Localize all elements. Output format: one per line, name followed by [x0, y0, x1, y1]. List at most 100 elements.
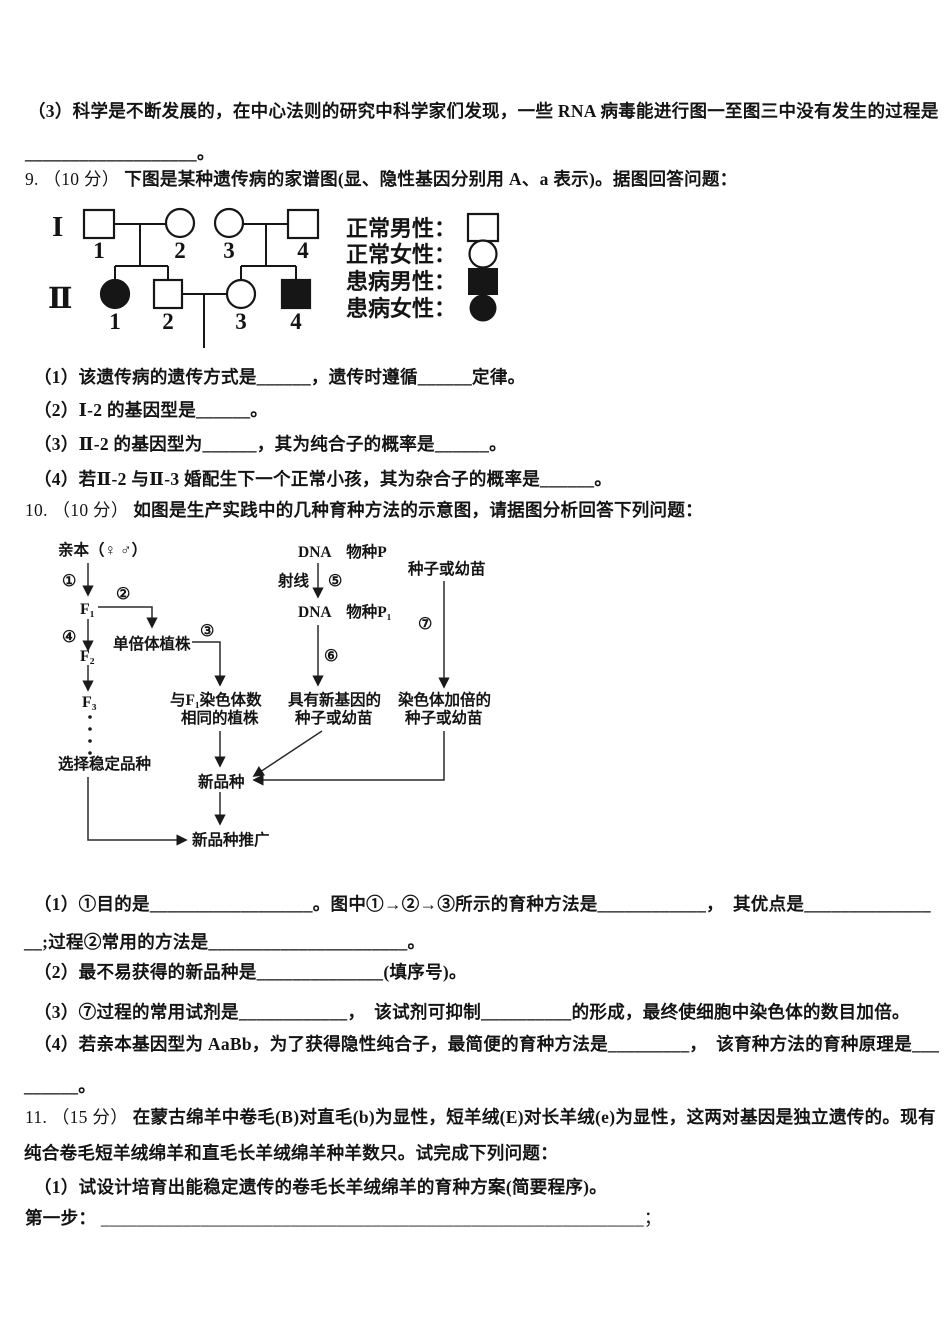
q10-number: 10.	[25, 500, 48, 520]
pedigree-II3-normal-female	[225, 278, 257, 310]
q9-sub2: （2）Ⅰ-2 的基因型是______。	[34, 397, 268, 422]
q9-sub3-text: （3）Ⅱ-2 的基因型为______，其为纯合子的概率是______。	[34, 434, 507, 454]
q9-sub1: （1）该遗传病的遗传方式是______，遗传时遵循______定律。	[34, 364, 525, 389]
pedigree-I1-number: 1	[93, 238, 105, 263]
node-dna-species-p: DNA 物种P	[298, 542, 387, 561]
q8-part3-blank: ___________________。	[25, 143, 215, 163]
legend-open-circle-symbol	[468, 239, 498, 269]
q10-sub3: （3）⑦过程的常用试剂是____________， 该试剂可抑制________…	[34, 999, 910, 1024]
node-f2: F₂	[80, 648, 95, 665]
breeding-methods-diagram: 亲本（♀ ♂） ① F₁ ② ④ F₂ F₃ 选择稳定品种 单倍体植株 ③ 与F…	[58, 540, 491, 849]
q11-line2: 纯合卷毛短羊绒绵羊和直毛长羊绒绵羊种羊数只。试完成下列问题：	[24, 1140, 558, 1165]
q9-points: （10 分）	[43, 169, 120, 189]
q10-sub1-line1: （1）①目的是__________________。图中①→②→③所示的育种方法…	[34, 891, 931, 916]
generation-I-label: I	[52, 211, 63, 243]
step7-circled: ⑦	[418, 616, 432, 633]
pedigree-II2-normal-male	[152, 278, 184, 310]
q11-step1-blank: ________________________________________…	[100, 1208, 662, 1228]
pedigree-II4-number: 4	[290, 309, 302, 334]
node-new-variety: 新品种	[198, 772, 245, 791]
flow-ellipsis-dots	[88, 715, 92, 755]
step4-circled: ④	[62, 629, 76, 646]
node-dna-species-p1: DNA 物种P₁	[298, 602, 392, 621]
q10-intro: 如图是生产实践中的几种育种方法的示意图，请据图分析回答下列问题：	[133, 500, 703, 520]
q9-sub4-text: （4）若Ⅱ-2 与Ⅱ-3 婚配生下一个正常小孩，其为杂合子的概率是______。	[34, 469, 613, 489]
flow-arrows	[82, 563, 450, 846]
legend-affected-female-label: 患病女性：	[346, 296, 456, 321]
node-parents: 亲本（♀ ♂）	[58, 540, 147, 559]
q11-line2-text: 纯合卷毛短羊绒绵羊和直毛长羊绒绵羊种羊数只。试完成下列问题：	[24, 1143, 558, 1163]
pedigree-legend: 正常男性： 正常女性： 患病男性： 患病女性：	[346, 212, 500, 322]
q10-sub2-text: （2）最不易获得的新品种是______________(填序号)。	[34, 962, 467, 982]
pedigree-individual-numbers: 1 2 3 4 1 2 3 4	[93, 238, 309, 334]
q8-part3-text: （3）科学是不断发展的，在中心法则的研究中科学家们发现，一些 RNA 病毒能进行…	[28, 98, 939, 123]
pedigree-II3-number: 3	[235, 309, 247, 334]
step3-circled: ③	[200, 623, 214, 640]
node-same-chromosome-line2: 相同的植株	[181, 708, 259, 727]
pedigree-I2-normal-female	[164, 207, 196, 239]
node-f3: F₃	[82, 694, 97, 711]
q9-number: 9.	[25, 169, 39, 189]
pedigree-II1-affected-female	[99, 278, 131, 310]
q10-sub4-line2: ______。	[24, 1073, 96, 1098]
legend-normal-male-label: 正常男性：	[346, 216, 456, 241]
pedigree-I3-number: 3	[223, 238, 235, 263]
pedigree-connector-lines	[114, 223, 297, 348]
pedigree-II4-affected-male	[280, 278, 312, 310]
pedigree-I1-normal-male	[82, 208, 116, 240]
q10-heading: 10. （10 分） 如图是生产实践中的几种育种方法的示意图，请据图分析回答下列…	[25, 497, 703, 522]
pedigree-I4-number: 4	[297, 238, 309, 263]
q11-step1: 第一步： ___________________________________…	[25, 1205, 662, 1230]
q10-sub1-line2: __;过程②常用的方法是______________________。	[24, 929, 425, 954]
legend-filled-square-symbol	[468, 268, 498, 295]
ray-label: 射线	[277, 571, 310, 590]
q10-sub1b-text: __;过程②常用的方法是______________________。	[24, 932, 426, 952]
legend-filled-circle-symbol	[469, 294, 497, 322]
q10-sub2: （2）最不易获得的新品种是______________(填序号)。	[34, 959, 467, 984]
q8-part3-blank-line: ___________________。	[25, 140, 215, 165]
pedigree-I3-normal-female	[213, 207, 245, 239]
q11-step1-label: 第一步：	[25, 1208, 97, 1228]
q10-sub4-line1: （4）若亲本基因型为 AaBb，为了获得隐性纯合子，最简便的育种方法是_____…	[34, 1031, 939, 1056]
q10-sub3-text: （3）⑦过程的常用试剂是____________， 该试剂可抑制________…	[34, 1002, 910, 1022]
node-f1: F₁	[80, 601, 95, 618]
q9-intro: 下图是某种遗传病的家谱图(显、隐性基因分别用 A、a 表示)。据图回答问题：	[124, 169, 738, 189]
q11-heading: 11. （15 分） 在蒙古绵羊中卷毛(B)对直毛(b)为显性，短羊绒(E)对长…	[25, 1104, 936, 1129]
legend-affected-male-label: 患病男性：	[346, 269, 456, 294]
node-doubled-line1: 染色体加倍的	[397, 690, 491, 709]
pedigree-I4-normal-male	[286, 208, 320, 240]
q11-points: （15 分）	[51, 1107, 129, 1127]
node-same-chromosome-line1: 与F₁染色体数	[170, 690, 262, 709]
pedigree-I2-number: 2	[174, 238, 186, 263]
q9-sub1-text: （1）该遗传病的遗传方式是______，遗传时遵循______定律。	[34, 367, 526, 387]
pedigree-diagram: I Ⅱ 1 2 3 4 1 2 3 4 正常男性： 正常女性： 患病男性： 患病…	[48, 207, 500, 348]
legend-normal-female-label: 正常女性：	[346, 242, 456, 267]
node-haploid: 单倍体植株	[113, 634, 191, 653]
q11-sub1: （1）试设计培育出能稳定遗传的卷毛长羊绒绵羊的育种方案(简要程序)。	[34, 1174, 607, 1199]
node-seed-or-seedling: 种子或幼苗	[407, 559, 486, 578]
node-select-stable: 选择稳定品种	[58, 754, 151, 773]
q11-number: 11.	[25, 1107, 48, 1127]
node-new-gene-line2: 种子或幼苗	[294, 708, 373, 727]
pedigree-II2-number: 2	[162, 309, 174, 334]
step2-circled: ②	[116, 586, 130, 603]
q8-part3-body: （3）科学是不断发展的，在中心法则的研究中科学家们发现，一些 RNA 病毒能进行…	[28, 101, 939, 121]
q11-sub1-text: （1）试设计培育出能稳定遗传的卷毛长羊绒绵羊的育种方案(简要程序)。	[34, 1177, 608, 1197]
step5-circled: ⑤	[328, 573, 342, 590]
q9-heading: 9. （10 分） 下图是某种遗传病的家谱图(显、隐性基因分别用 A、a 表示)…	[25, 166, 738, 191]
q10-sub4a-text: （4）若亲本基因型为 AaBb，为了获得隐性纯合子，最简便的育种方法是_____…	[34, 1034, 940, 1054]
q9-sub4: （4）若Ⅱ-2 与Ⅱ-3 婚配生下一个正常小孩，其为杂合子的概率是______。	[34, 466, 612, 491]
q11-line1: 在蒙古绵羊中卷毛(B)对直毛(b)为显性，短羊绒(E)对长羊绒(e)为显性，这两…	[132, 1107, 936, 1127]
q10-sub4b-text: ______。	[24, 1076, 97, 1096]
node-promotion: 新品种推广	[192, 830, 270, 849]
legend-open-square-symbol	[466, 212, 500, 243]
generation-II-label: Ⅱ	[48, 283, 72, 315]
step1-circled: ①	[62, 573, 76, 590]
q9-sub3: （3）Ⅱ-2 的基因型为______，其为纯合子的概率是______。	[34, 431, 507, 456]
pedigree-II1-number: 1	[109, 309, 121, 334]
node-doubled-line2: 种子或幼苗	[404, 708, 483, 727]
q9-sub2-text: （2）Ⅰ-2 的基因型是______。	[34, 400, 269, 420]
node-new-gene-line1: 具有新基因的	[288, 690, 381, 709]
q10-points: （10 分）	[52, 500, 129, 520]
